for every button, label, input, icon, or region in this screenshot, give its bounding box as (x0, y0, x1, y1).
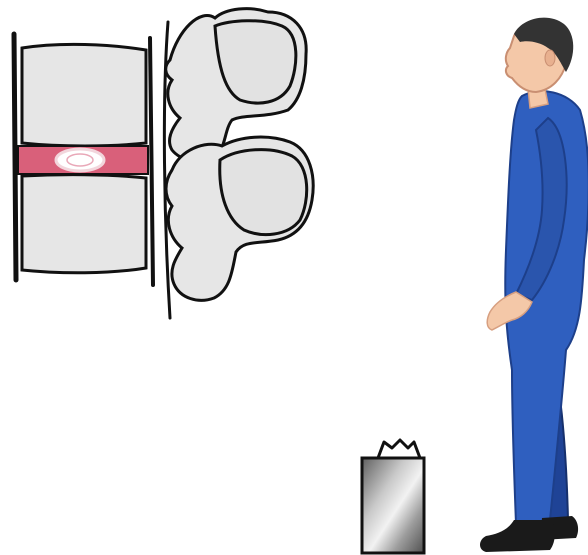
disc-nucleus-core (67, 154, 93, 166)
upper-vertebral-body (22, 44, 146, 146)
lower-vertebral-body (22, 175, 146, 273)
posterior-ligament-line (150, 38, 153, 285)
person-front-shoe (480, 520, 555, 552)
container-body (362, 458, 424, 553)
weight-container (362, 440, 424, 553)
anterior-ligament-line (14, 34, 16, 280)
container-handle (378, 440, 420, 458)
standing-person (480, 18, 588, 552)
person-ear (545, 50, 555, 66)
lower-spinous-process (220, 150, 307, 235)
spine-segment (14, 9, 313, 318)
